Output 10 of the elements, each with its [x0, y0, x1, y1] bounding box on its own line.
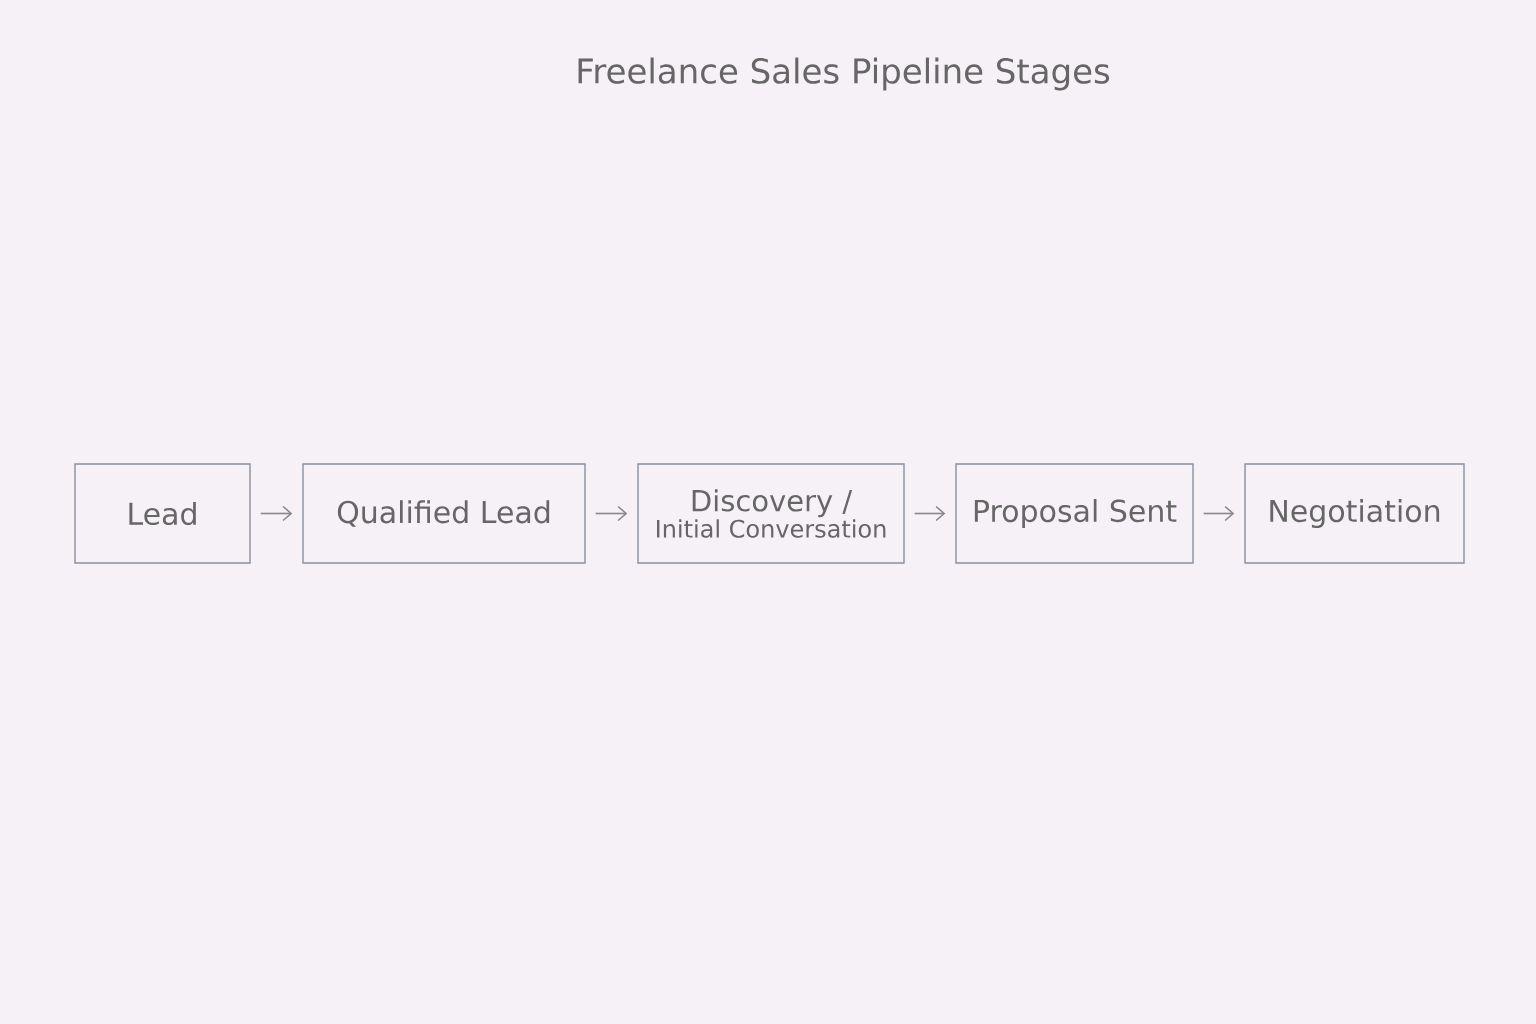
stage-box: Proposal Sent — [955, 463, 1194, 564]
stage-box: Negotiation — [1244, 463, 1465, 564]
stage-box: Discovery / Initial Conversation — [637, 463, 905, 564]
title: Freelance Sales Pipeline Stages — [578, 57, 1110, 91]
arrow — [1202, 505, 1235, 522]
stage-box: Lead — [74, 463, 251, 564]
arrow — [913, 505, 946, 522]
arrow — [594, 505, 628, 522]
arrow — [259, 505, 293, 522]
stage-box: Qualified Lead — [302, 463, 586, 564]
